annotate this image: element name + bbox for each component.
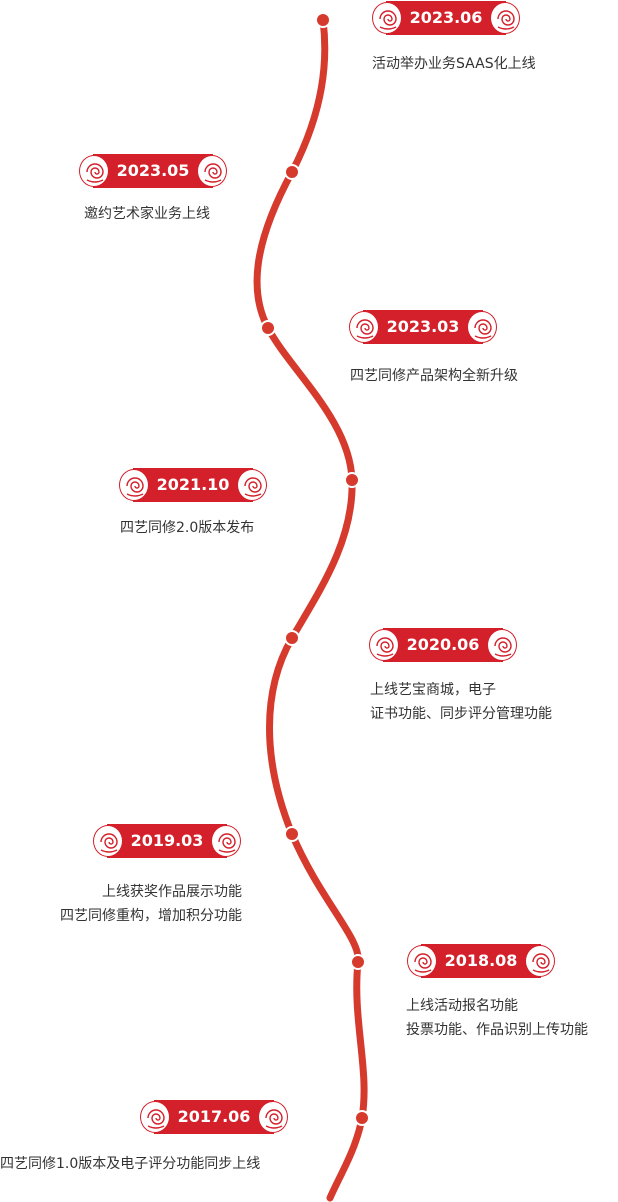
date-label: 2020.06	[406, 635, 480, 654]
cloud-ornament-icon	[119, 469, 149, 501]
milestone-desc: 上线艺宝商城，电子 证书功能、同步评分管理功能	[370, 682, 552, 722]
milestone-desc: 上线活动报名功能 投票功能、作品识别上传功能	[406, 998, 588, 1038]
date-label: 2023.06	[409, 8, 483, 27]
milestone-2023-06: 2023.06	[372, 1, 520, 35]
milestone-2021-10: 2021.10	[119, 468, 267, 502]
cloud-ornament-icon	[211, 825, 241, 857]
date-badge: 2018.08	[407, 944, 555, 978]
timeline-dot	[315, 12, 331, 28]
cloud-ornament-icon	[407, 945, 437, 977]
timeline-dot	[350, 954, 366, 970]
milestone-2017-06: 2017.06	[140, 1100, 288, 1134]
date-label: 2017.06	[177, 1107, 251, 1126]
cloud-ornament-icon	[237, 469, 267, 501]
cloud-ornament-icon	[490, 2, 520, 34]
cloud-ornament-icon	[258, 1101, 288, 1133]
timeline-dot	[354, 1110, 370, 1126]
date-badge: 2023.05	[79, 154, 227, 188]
cloud-ornament-icon	[197, 155, 227, 187]
milestone-desc: 活动举办业务SAAS化上线	[372, 56, 536, 72]
date-label: 2018.08	[444, 951, 518, 970]
timeline-dot	[284, 826, 300, 842]
milestone-desc: 四艺同修2.0版本发布	[120, 520, 255, 536]
date-badge: 2021.10	[119, 468, 267, 502]
timeline-dot	[344, 472, 360, 488]
cloud-ornament-icon	[467, 311, 497, 343]
milestone-2018-08: 2018.08	[407, 944, 555, 978]
date-label: 2021.10	[156, 475, 230, 494]
cloud-ornament-icon	[79, 155, 109, 187]
date-label: 2023.05	[116, 161, 190, 180]
date-badge: 2023.06	[372, 1, 520, 35]
milestone-desc: 四艺同修产品架构全新升级	[350, 368, 518, 384]
date-badge: 2017.06	[140, 1100, 288, 1134]
date-label: 2023.03	[386, 317, 460, 336]
milestone-2019-03: 2019.03	[93, 824, 241, 858]
cloud-ornament-icon	[93, 825, 123, 857]
cloud-ornament-icon	[372, 2, 402, 34]
timeline-dot	[284, 164, 300, 180]
milestone-2023-05: 2023.05	[79, 154, 227, 188]
timeline-dot	[284, 630, 300, 646]
milestone-2023-03: 2023.03	[349, 310, 497, 344]
cloud-ornament-icon	[525, 945, 555, 977]
milestone-desc: 上线获奖作品展示功能 四艺同修重构，增加积分功能	[60, 884, 242, 924]
date-label: 2019.03	[130, 831, 204, 850]
milestone-2020-06: 2020.06	[369, 628, 517, 662]
milestone-desc: 四艺同修1.0版本及电子评分功能同步上线	[0, 1156, 261, 1172]
cloud-ornament-icon	[487, 629, 517, 661]
cloud-ornament-icon	[140, 1101, 170, 1133]
timeline-dot	[260, 320, 276, 336]
cloud-ornament-icon	[349, 311, 379, 343]
cloud-ornament-icon	[369, 629, 399, 661]
milestone-desc: 邀约艺术家业务上线	[84, 206, 210, 222]
timeline-path	[253, 16, 368, 1202]
date-badge: 2020.06	[369, 628, 517, 662]
date-badge: 2023.03	[349, 310, 497, 344]
date-badge: 2019.03	[93, 824, 241, 858]
